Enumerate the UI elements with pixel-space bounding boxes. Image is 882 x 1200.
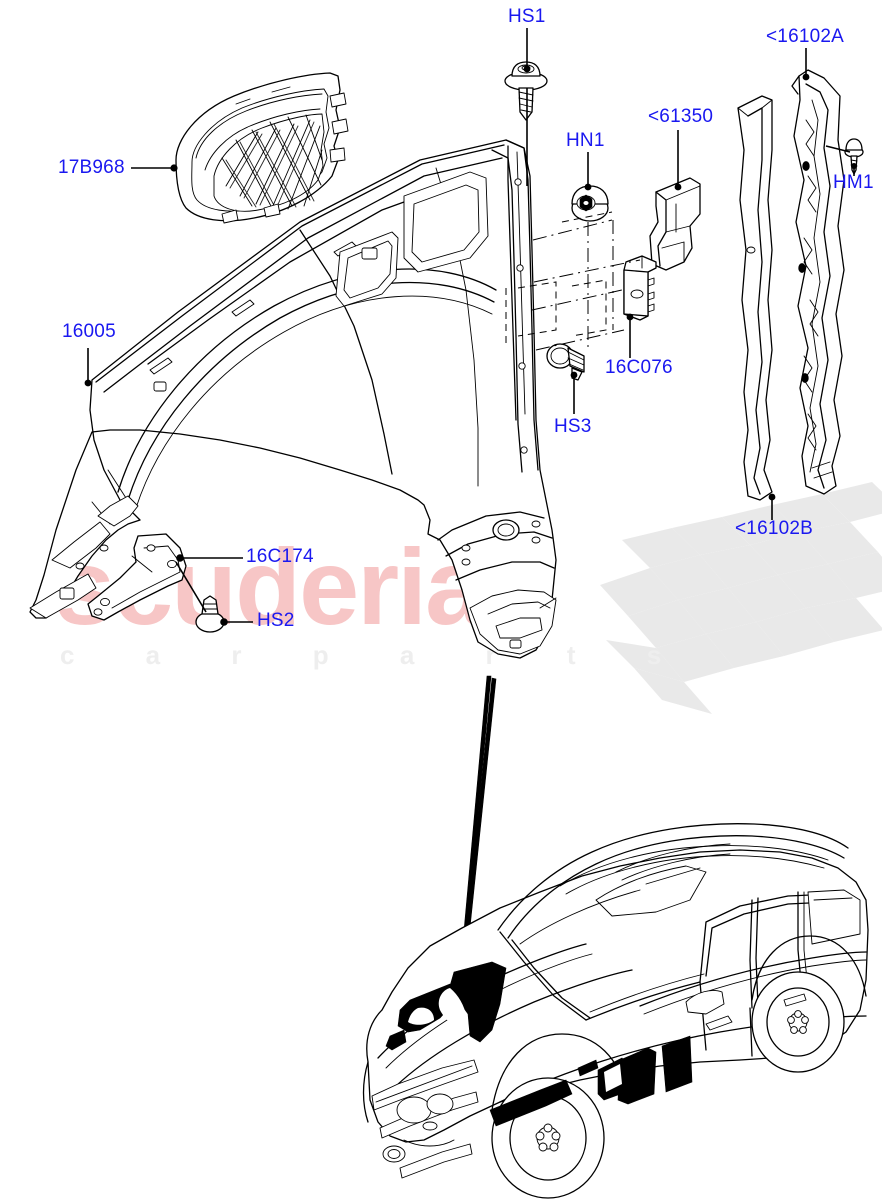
callout-hn1: HN1 bbox=[566, 130, 605, 151]
watermark-tagline: c a r p a r t s bbox=[60, 640, 694, 670]
callout-17b968: 17B968 bbox=[58, 157, 125, 178]
checkered-flag-icon bbox=[600, 482, 882, 714]
part-17b968-vent-grille bbox=[175, 72, 349, 224]
callout-16102a: <16102A bbox=[766, 26, 845, 47]
callout-61350: <61350 bbox=[648, 106, 714, 127]
callout-hs2: HS2 bbox=[257, 610, 295, 631]
part-61350-bump-stop bbox=[649, 177, 701, 271]
callout-hs1: HS1 bbox=[508, 6, 546, 27]
part-16005-front-fender bbox=[29, 139, 557, 659]
callout-leader-lines bbox=[84, 28, 857, 626]
part-16c076-bracket bbox=[623, 255, 657, 321]
callout-16c174: 16C174 bbox=[246, 546, 314, 567]
callout-16102b: <16102B bbox=[735, 518, 814, 539]
vehicle-illustration bbox=[362, 823, 869, 1199]
callout-16c076: 16C076 bbox=[605, 357, 673, 378]
callout-16005: 16005 bbox=[62, 321, 116, 342]
callout-hm1: HM1 bbox=[833, 172, 874, 193]
part-hs3-screw bbox=[546, 343, 585, 381]
part-16102a-inner-liner bbox=[791, 69, 845, 495]
part-hn1-nut bbox=[571, 185, 609, 222]
assembly-alignment-lines bbox=[505, 211, 641, 351]
callout-hs3: HS3 bbox=[554, 416, 592, 437]
highlighted-fender-region bbox=[385, 961, 693, 1127]
part-16102b-sealing-strip bbox=[737, 95, 773, 501]
part-hs2-stud-bolt bbox=[195, 595, 225, 633]
